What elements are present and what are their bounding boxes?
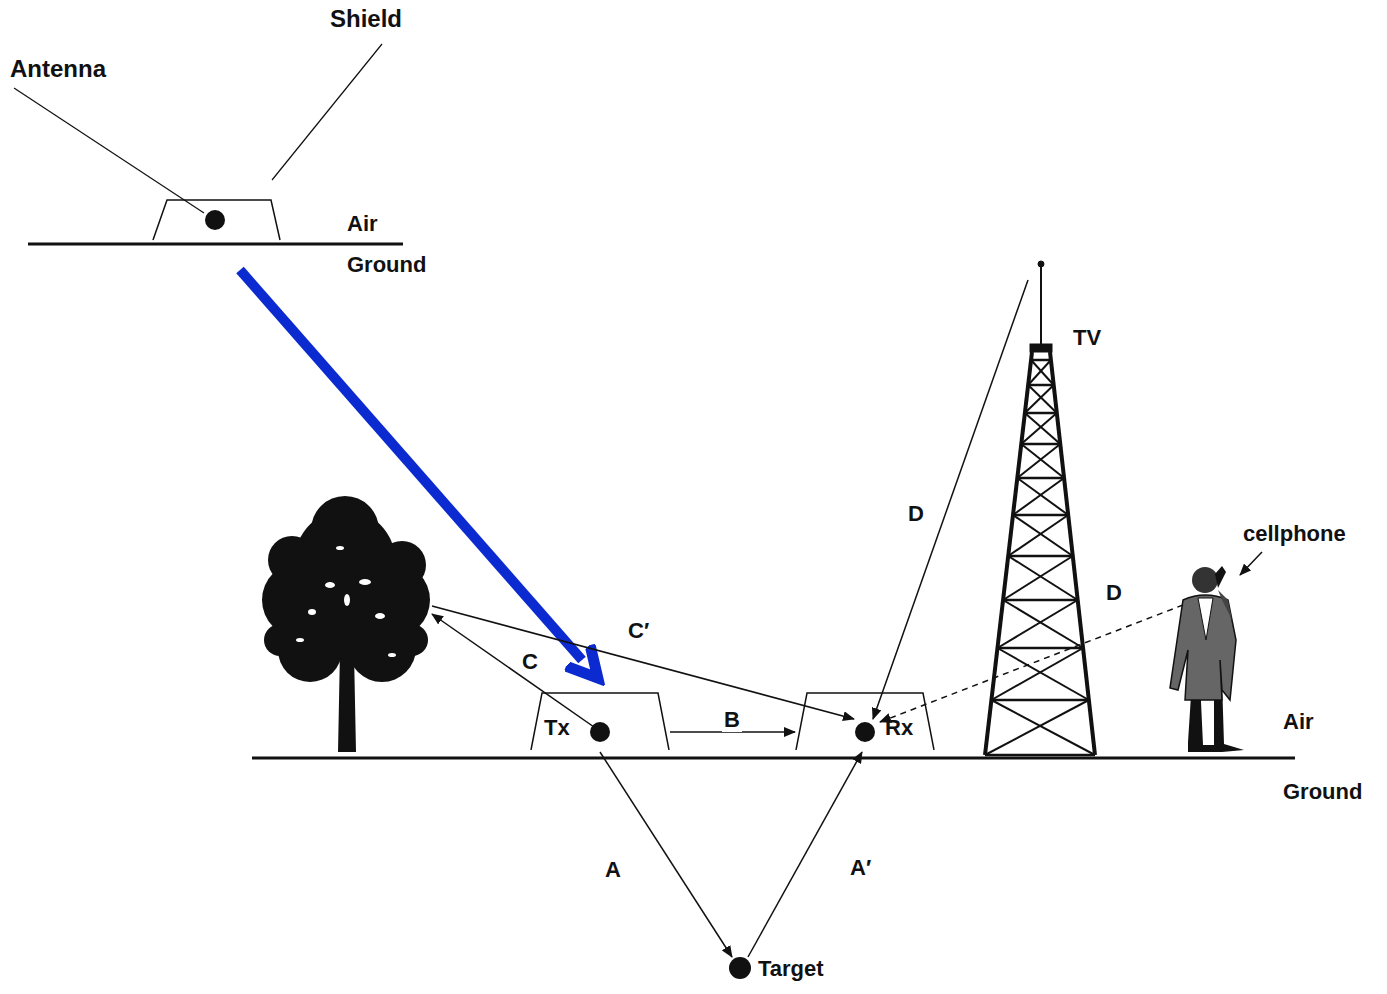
zoom-arrow	[240, 270, 582, 660]
medium-label: Ground	[1283, 780, 1362, 804]
path-label: A	[603, 858, 623, 882]
target-object	[728, 955, 754, 983]
signal-path	[748, 752, 862, 957]
path-label: B	[722, 708, 742, 732]
man-with-cellphone	[1170, 566, 1244, 752]
node-label: Tx	[544, 716, 570, 740]
rx-shield: Rx	[795, 692, 935, 750]
tx-shield: Tx	[530, 692, 670, 750]
path-label: D	[908, 502, 924, 526]
shield-outline	[795, 692, 935, 750]
medium-label: Air	[1283, 710, 1314, 734]
tree	[262, 496, 430, 752]
path-label: C′	[628, 619, 649, 643]
node-label: Target	[758, 957, 824, 981]
path-label: D	[1106, 581, 1122, 605]
callout-label: Shield	[330, 6, 402, 32]
callout-label: Antenna	[10, 56, 106, 82]
ground-line	[252, 757, 1295, 760]
node-label: Rx	[885, 716, 913, 740]
callout-label: cellphone	[1243, 522, 1346, 546]
target: Target	[728, 955, 828, 983]
path-label: C	[522, 650, 538, 674]
signal-path	[600, 752, 732, 957]
path-label: A′	[848, 856, 873, 880]
medium-label: Air	[347, 212, 378, 236]
propagation-paths	[432, 280, 1262, 727]
medium-label: Ground	[347, 253, 426, 277]
tower-label: TV	[1073, 326, 1101, 350]
